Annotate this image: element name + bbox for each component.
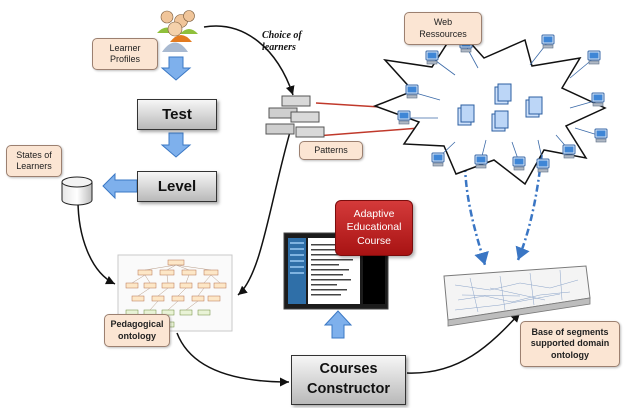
arrow-patterns-to-ontology <box>237 124 293 296</box>
states-line-2: Learners <box>16 161 52 171</box>
learner-profiles-line-1: Learner <box>109 42 141 53</box>
adaptive-line-2: Educational <box>346 221 402 234</box>
adaptive-course-box: Adaptive Educational Course <box>335 200 413 256</box>
learner-profiles-line-2: Profiles <box>109 54 140 64</box>
arrow-ontology-to-constructor <box>176 332 290 387</box>
arrow-states-to-ontology <box>77 199 116 285</box>
adaptive-line-3: Course <box>357 234 391 247</box>
constructor-line-1: Courses <box>319 361 378 378</box>
patterns-text: Patterns <box>314 144 348 155</box>
base-line-1: Base of segments <box>531 327 609 338</box>
base-line-3: ontology <box>551 349 589 360</box>
test-box: Test <box>137 99 217 130</box>
choice-of-learners-text: Choice of learners <box>262 30 302 54</box>
level-box: Level <box>137 171 217 202</box>
dashed-arrow-web-to-base-1 <box>463 164 489 266</box>
adaptive-line-1: Adaptive <box>353 207 395 220</box>
patterns-label: Patterns <box>299 141 363 160</box>
test-text: Test <box>162 106 192 123</box>
database-icon <box>61 176 93 206</box>
constructor-line-2: Constructor <box>307 381 390 397</box>
states-line-1: States of <box>16 149 52 160</box>
segments-base-image <box>443 265 591 327</box>
courses-constructor-box: Courses Constructor <box>291 355 406 405</box>
choice-line-2: learners <box>262 42 296 53</box>
patterns-server-icon <box>265 95 325 138</box>
pedagogical-line-1: Pedagogical <box>110 319 164 330</box>
course-screenshot-image <box>283 232 389 310</box>
web-line-2: Ressources <box>419 28 467 39</box>
arrow-learners-to-patterns <box>203 25 295 96</box>
arrow-constructor-to-base <box>406 312 521 374</box>
base-line-2: supported domain <box>530 338 610 349</box>
level-text: Level <box>157 178 197 195</box>
pedagogical-line-2: ontology <box>117 330 156 341</box>
choice-line-1: Choice of <box>262 30 302 41</box>
web-cloud-shape <box>372 26 607 186</box>
learners-group-icon <box>157 10 198 52</box>
block-arrows <box>102 56 353 339</box>
web-line-1: Web <box>433 17 453 28</box>
